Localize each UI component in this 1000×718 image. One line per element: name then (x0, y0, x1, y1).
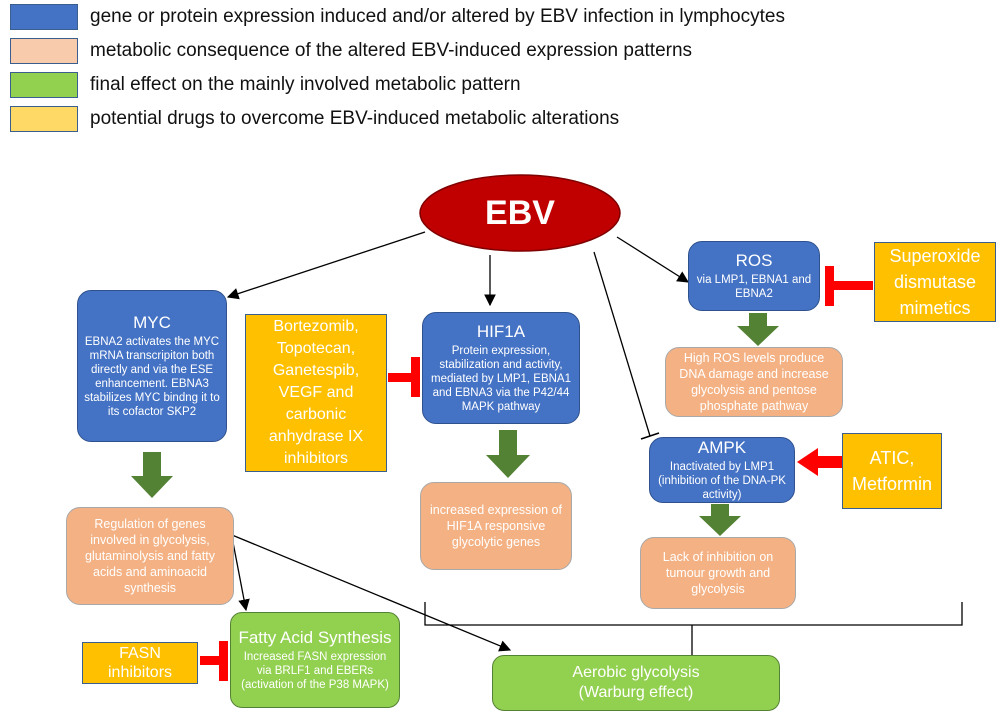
red-inhibit-bar-superoxide (826, 281, 873, 290)
inhibit-bar-ampk (640, 432, 660, 440)
fatty-acid-title: Fatty Acid Synthesis (238, 628, 392, 647)
red-arrow-atic (797, 448, 842, 476)
ebv-label: EBV (485, 193, 555, 232)
fatty-acid-desc: Increased FASN expression via BRLF1 and … (241, 651, 389, 691)
hif1a-effect-box: increased expression of HIF1A responsive… (420, 482, 572, 570)
arrow-myc-to-fatty-acid (231, 536, 250, 612)
legend-text-drugs: potential drugs to overcome EBV-induced … (90, 108, 620, 129)
ebv-ellipse (419, 174, 621, 252)
arrow-ebv-to-myc (226, 231, 426, 300)
ros-effect-box: High ROS levels produce DNA damage and i… (665, 347, 843, 417)
ros-box: ROS via LMP1, EBNA1 and EBNA2 (688, 241, 820, 311)
ampk-box: AMPK Inactivated by LMP1 (inhibition of … (649, 437, 795, 503)
red-inhibit-cap-fasn (219, 641, 228, 681)
green-arrow-ampk (699, 504, 741, 536)
legend-text-expression: gene or protein expression induced and/o… (90, 6, 785, 27)
red-inhibit-cap-superoxide (825, 266, 834, 306)
aerobic-glycolysis-box: Aerobic glycolysis (Warburg effect) (492, 655, 780, 711)
legend-swatch-salmon (10, 38, 78, 64)
hif1a-effect-text: increased expression of HIF1A responsive… (429, 503, 563, 549)
green-arrow-ros (737, 313, 779, 346)
red-inhibit-bar-fasn (200, 656, 228, 665)
legend-text-final-effect: final effect on the mainly involved meta… (90, 74, 521, 95)
green-arrow-hif1a (486, 430, 530, 478)
ros-effect-text: High ROS levels produce DNA damage and i… (679, 351, 829, 413)
ampk-effect-box: Lack of inhibition on tumour growth and … (640, 537, 796, 609)
drug-box-atic: ATIC, Metformin (842, 433, 942, 509)
red-inhibit-cap-bortezomib (411, 357, 420, 397)
ros-desc: via LMP1, EBNA1 and EBNA2 (696, 274, 812, 300)
aerobic-line1: Aerobic glycolysis (572, 664, 700, 681)
drug-text-atic: ATIC, Metformin (851, 448, 932, 494)
legend-row-final-effect: final effect on the mainly involved meta… (10, 72, 1000, 100)
hif1a-desc: Protein expression, stabilization and ac… (431, 345, 571, 413)
drug-text-superoxide: Superoxide dismutase mimetics (889, 246, 981, 318)
ros-title: ROS (735, 251, 773, 270)
drug-box-fasn: FASN inhibitors (82, 642, 198, 684)
drug-box-superoxide: Superoxide dismutase mimetics (874, 242, 996, 322)
ampk-desc: Inactivated by LMP1 (inhibition of the D… (658, 461, 786, 501)
myc-title: MYC (133, 313, 171, 332)
bracket-aerobic (424, 602, 963, 626)
arrow-ebv-to-ros (616, 236, 689, 283)
drug-text-bortezomib: Bortezomib, Topotecan, Ganetespib, VEGF … (268, 318, 364, 467)
fatty-acid-box: Fatty Acid Synthesis Increased FASN expr… (230, 612, 400, 708)
legend-row-expression: gene or protein expression induced and/o… (10, 4, 1000, 32)
green-arrow-myc (131, 452, 173, 498)
red-inhibit-bar-bortezomib (388, 373, 420, 382)
legend-row-metabolic: metabolic consequence of the altered EBV… (10, 38, 1000, 66)
inhibit-ebv-to-ampk (593, 251, 651, 437)
legend-swatch-yellow (10, 106, 78, 132)
legend-row-drugs: potential drugs to overcome EBV-induced … (10, 106, 1000, 134)
hif1a-title: HIF1A (476, 322, 526, 341)
legend-swatch-green (10, 72, 78, 98)
arrow-myc-to-aerobic (231, 534, 512, 652)
ampk-title: AMPK (697, 438, 747, 457)
ampk-effect-text: Lack of inhibition on tumour growth and … (662, 550, 774, 596)
legend-text-metabolic: metabolic consequence of the altered EBV… (90, 40, 693, 61)
myc-effect-box: Regulation of genes involved in glycolys… (66, 507, 234, 605)
myc-desc: EBNA2 activates the MYC mRNA transcripit… (84, 336, 220, 418)
aerobic-line2: (Warburg effect) (578, 684, 694, 701)
legend-swatch-blue (10, 4, 78, 30)
hif1a-box: HIF1A Protein expression, stabilization … (422, 312, 580, 424)
myc-effect-text: Regulation of genes involved in glycolys… (85, 517, 215, 595)
myc-box: MYC EBNA2 activates the MYC mRNA transcr… (77, 290, 227, 442)
drug-text-fasn: FASN inhibitors (107, 645, 173, 681)
drug-box-bortezomib: Bortezomib, Topotecan, Ganetespib, VEGF … (245, 314, 387, 472)
